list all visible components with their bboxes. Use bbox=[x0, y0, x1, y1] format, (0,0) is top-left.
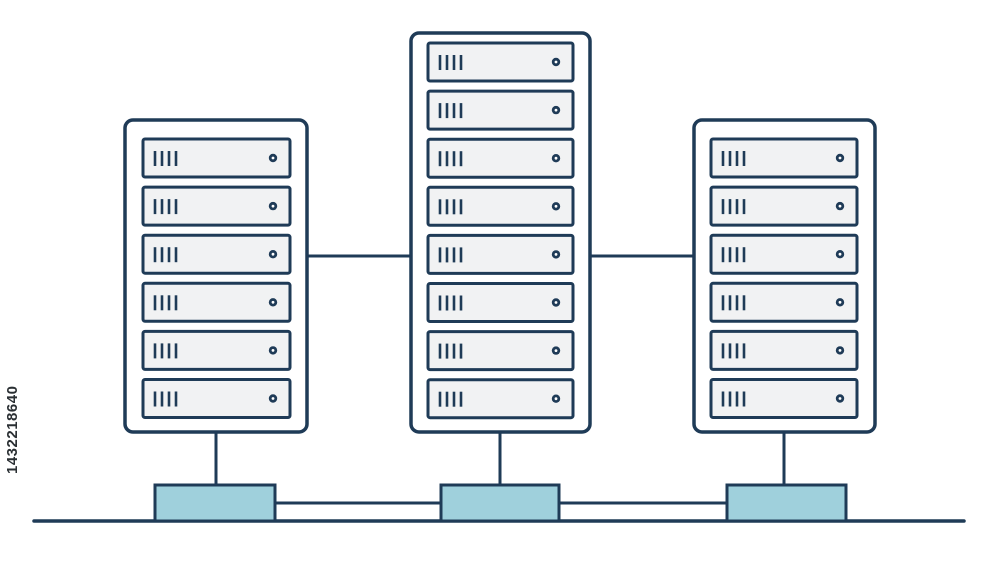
center-rack-unit bbox=[426, 137, 575, 179]
center-rack-unit bbox=[426, 89, 575, 131]
right-rack-unit bbox=[709, 329, 859, 371]
status-led-highlight bbox=[554, 301, 558, 304]
right-rack-unit bbox=[709, 378, 859, 419]
status-led-highlight bbox=[838, 252, 842, 256]
status-led-highlight bbox=[554, 397, 558, 401]
status-led-highlight bbox=[271, 349, 275, 352]
left-rack-unit bbox=[141, 281, 292, 323]
stock-id-watermark: 1432218640 bbox=[4, 385, 21, 475]
status-led-highlight bbox=[554, 253, 558, 256]
status-led-highlight bbox=[554, 60, 558, 64]
status-led-highlight bbox=[271, 204, 275, 208]
network-switch-icon bbox=[439, 483, 561, 523]
status-led-highlight bbox=[554, 204, 558, 208]
status-led-highlight bbox=[838, 204, 842, 208]
right-rack-unit bbox=[709, 137, 859, 179]
status-led-highlight bbox=[554, 156, 558, 160]
left-rack-unit bbox=[141, 329, 292, 371]
right-rack-unit bbox=[709, 233, 859, 275]
left-rack-unit bbox=[141, 137, 292, 179]
left-rack-unit bbox=[141, 233, 292, 275]
status-led-highlight bbox=[838, 397, 842, 400]
status-led-highlight bbox=[271, 156, 275, 160]
center-rack-unit bbox=[426, 185, 575, 227]
left-rack-unit bbox=[141, 185, 292, 227]
center-rack-unit bbox=[426, 330, 575, 372]
center-rack-unit bbox=[426, 41, 575, 83]
status-led-highlight bbox=[554, 108, 558, 112]
network-switch-icon bbox=[725, 483, 848, 523]
status-led-highlight bbox=[271, 397, 275, 400]
status-led-highlight bbox=[838, 300, 842, 304]
right-rack-unit bbox=[709, 185, 859, 227]
status-led-highlight bbox=[271, 300, 275, 304]
network-switch-icon bbox=[153, 483, 277, 523]
status-led-highlight bbox=[838, 349, 842, 352]
center-rack-unit bbox=[426, 378, 575, 420]
status-led-highlight bbox=[271, 252, 275, 256]
center-rack-unit bbox=[426, 282, 575, 323]
left-rack-unit bbox=[141, 378, 292, 419]
right-rack-unit bbox=[709, 281, 859, 323]
center-rack-unit bbox=[426, 233, 575, 275]
status-led-highlight bbox=[838, 156, 842, 160]
status-led-highlight bbox=[554, 349, 558, 352]
